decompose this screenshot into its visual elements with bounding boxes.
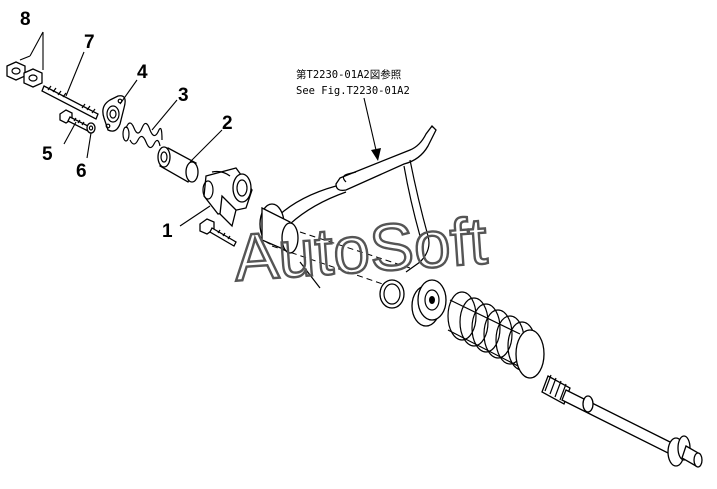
leader-1 [179,205,211,227]
leader-8 [29,31,44,57]
part-1-housing [202,167,253,228]
part-8-nuts [6,61,43,88]
callout-2: 2 [222,113,233,134]
part-2-sleeve [157,146,199,183]
leader-3 [151,99,178,131]
part-7-stud [41,85,99,120]
axis-line-3 [299,261,321,289]
leader-7 [65,51,85,97]
leader-4 [119,79,138,105]
axis-line-1 [271,245,401,291]
spring-rod [541,374,703,468]
reference-note-en: See Fig.T2230-01A2 [296,85,410,97]
callout-5: 5 [42,144,53,165]
part-6-washer [86,122,96,134]
leader-8b [19,55,31,61]
leader-6 [86,132,92,159]
reference-arrow [363,97,381,161]
reference-note-jp: 第T2230-01A2図参照 [296,68,402,81]
pivot-collar [259,203,299,254]
housing-bolt [199,218,237,247]
part-3-spring [122,122,163,149]
callout-1: 1 [162,221,173,242]
large-spring [447,291,545,379]
spring-seat [411,279,447,327]
leader-2 [189,129,223,163]
part-4-flange [102,95,126,132]
callout-6: 6 [76,161,87,182]
callout-7: 7 [84,32,95,53]
callout-4: 4 [137,62,148,83]
leader-5 [63,121,77,145]
callout-3: 3 [178,85,189,106]
callout-8: 8 [20,9,31,30]
retaining-ring [379,279,405,309]
part-5-bolt [59,109,91,132]
